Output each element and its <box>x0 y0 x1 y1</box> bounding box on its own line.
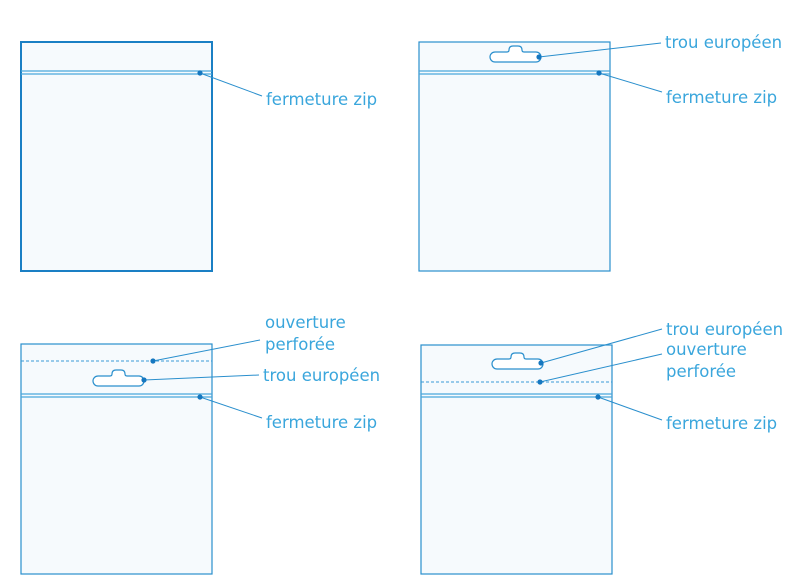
zip-label: fermeture zip <box>666 88 777 107</box>
bag-variant-euro-hole-perforated-zip: trou européen ouverture perforée fermetu… <box>420 320 783 575</box>
zip-label: fermeture zip <box>266 90 377 109</box>
perforation-marker-dot <box>537 379 543 385</box>
euro-hole-label: trou européen <box>263 366 380 385</box>
perforation-label-line-2: perforée <box>265 335 335 354</box>
euro-hole-label: trou européen <box>666 320 783 339</box>
zip-label: fermeture zip <box>266 413 377 432</box>
zip-leader-line <box>199 396 263 419</box>
perforation-leader-line <box>539 353 663 383</box>
perforation-label-line-1: ouverture <box>666 340 747 359</box>
bag-variant-zip-euro-hole: trou européen fermeture zip <box>418 33 782 272</box>
bag-variant-zip-euro-hole-perforated: ouverture perforée trou européen fermetu… <box>20 313 380 575</box>
zip-leader-line <box>597 396 663 421</box>
zip-marker-dot <box>197 70 203 76</box>
zip-label: fermeture zip <box>666 414 777 433</box>
euro-hole-label: trou européen <box>665 33 782 52</box>
perforation-leader-line <box>152 339 261 362</box>
bag-variant-zip: fermeture zip <box>20 41 377 272</box>
perforation-label-line-2: perforée <box>666 362 736 381</box>
perforation-marker-dot <box>150 358 156 364</box>
euro-hole-leader-line <box>538 42 662 58</box>
euro-hole-marker-dot <box>536 54 542 60</box>
euro-hole-leader-line <box>143 374 260 381</box>
euro-hole-marker-dot <box>538 360 544 366</box>
euro-hole-leader-line <box>540 328 663 364</box>
zip-leader-line <box>598 72 663 93</box>
bag-outline <box>20 41 213 272</box>
zip-marker-dot <box>197 394 203 400</box>
zip-marker-dot <box>595 394 601 400</box>
bag-outline <box>420 344 613 575</box>
euro-hole-slot <box>489 45 542 63</box>
euro-hole-slot <box>491 352 544 370</box>
zip-leader-line <box>199 72 263 97</box>
euro-hole-marker-dot <box>141 377 147 383</box>
euro-hole-slot <box>92 369 145 387</box>
perforation-label-line-1: ouverture <box>265 313 346 332</box>
zip-marker-dot <box>596 70 602 76</box>
bag-outline <box>418 41 611 272</box>
